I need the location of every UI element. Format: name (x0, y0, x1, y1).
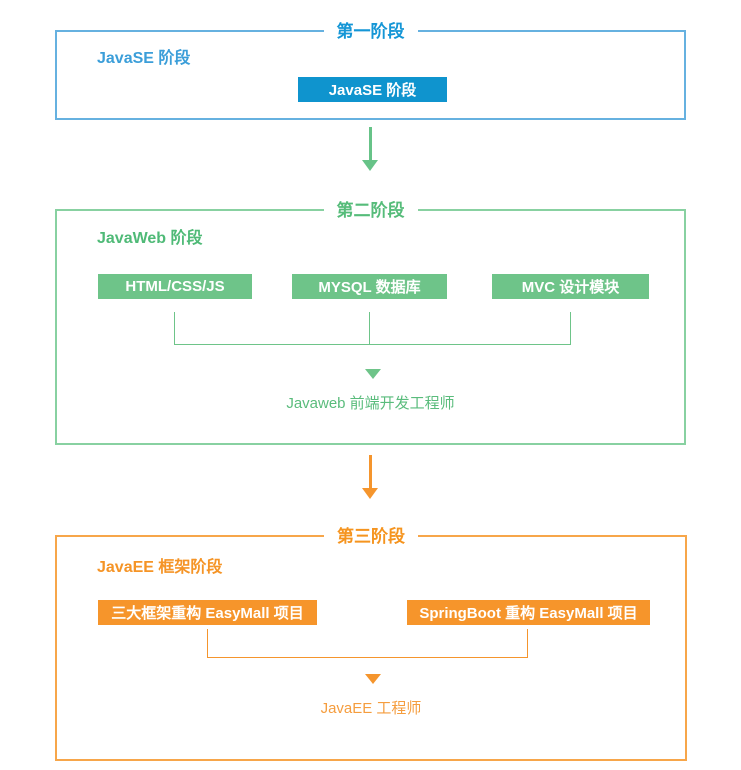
bracket-bottom-line (207, 657, 528, 658)
stage2-title: 第二阶段 (323, 199, 418, 222)
stage3-result: JavaEE 工程师 (320, 700, 422, 717)
chip-mvc: MVC 设计模块 (492, 274, 649, 299)
stage1-box: 第一阶段 JavaSE 阶段 JavaSE 阶段 (55, 20, 686, 120)
chip-javase-stage: JavaSE 阶段 (298, 77, 447, 102)
down-triangle-icon (365, 369, 381, 379)
bracket-right-line (527, 629, 528, 657)
bracket-middle-line (369, 312, 370, 344)
stage3-box: 第三阶段 JavaEE 框架阶段 三大框架重构 EasyMall 项目 Spri… (55, 525, 687, 761)
stage3-title: 第三阶段 (324, 525, 418, 548)
arrow-stage1-to-stage2-icon (362, 127, 378, 171)
stage2-box: 第二阶段 JavaWeb 阶段 HTML/CSS/JS MYSQL 数据库 MV… (55, 199, 686, 445)
bracket-bottom-line (174, 344, 571, 345)
chip-ssm-easymall: 三大框架重构 EasyMall 项目 (98, 600, 317, 625)
chip-mysql: MYSQL 数据库 (292, 274, 447, 299)
arrow-head (362, 160, 378, 171)
bracket-left-line (174, 312, 175, 344)
arrow-shaft (368, 455, 372, 488)
stage3-label: JavaEE 框架阶段 (97, 559, 223, 576)
chip-springboot-easymall: SpringBoot 重构 EasyMall 项目 (407, 600, 650, 625)
arrow-shaft (368, 127, 372, 160)
stage2-result: Javaweb 前端开发工程师 (286, 395, 455, 412)
stage1-label: JavaSE 阶段 (97, 50, 191, 67)
down-triangle-icon (365, 674, 381, 684)
stage2-label: JavaWeb 阶段 (97, 230, 203, 247)
arrow-stage2-to-stage3-icon (362, 455, 378, 499)
chip-html-css-js: HTML/CSS/JS (98, 274, 252, 299)
bracket-right-line (570, 312, 571, 344)
arrow-head (362, 488, 378, 499)
stage1-title: 第一阶段 (323, 20, 418, 43)
bracket-left-line (207, 629, 208, 657)
